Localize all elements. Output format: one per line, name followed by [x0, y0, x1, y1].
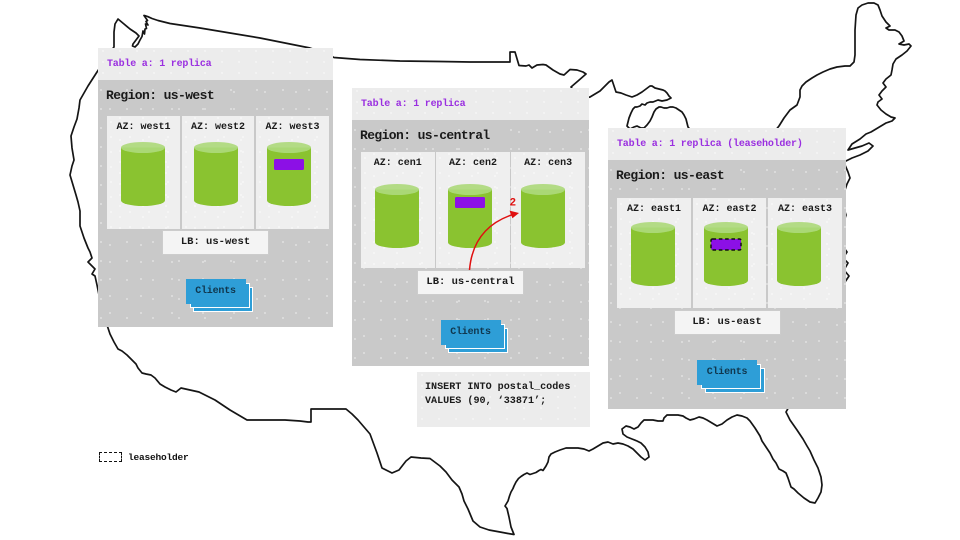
svg-text:2: 2	[510, 198, 517, 210]
